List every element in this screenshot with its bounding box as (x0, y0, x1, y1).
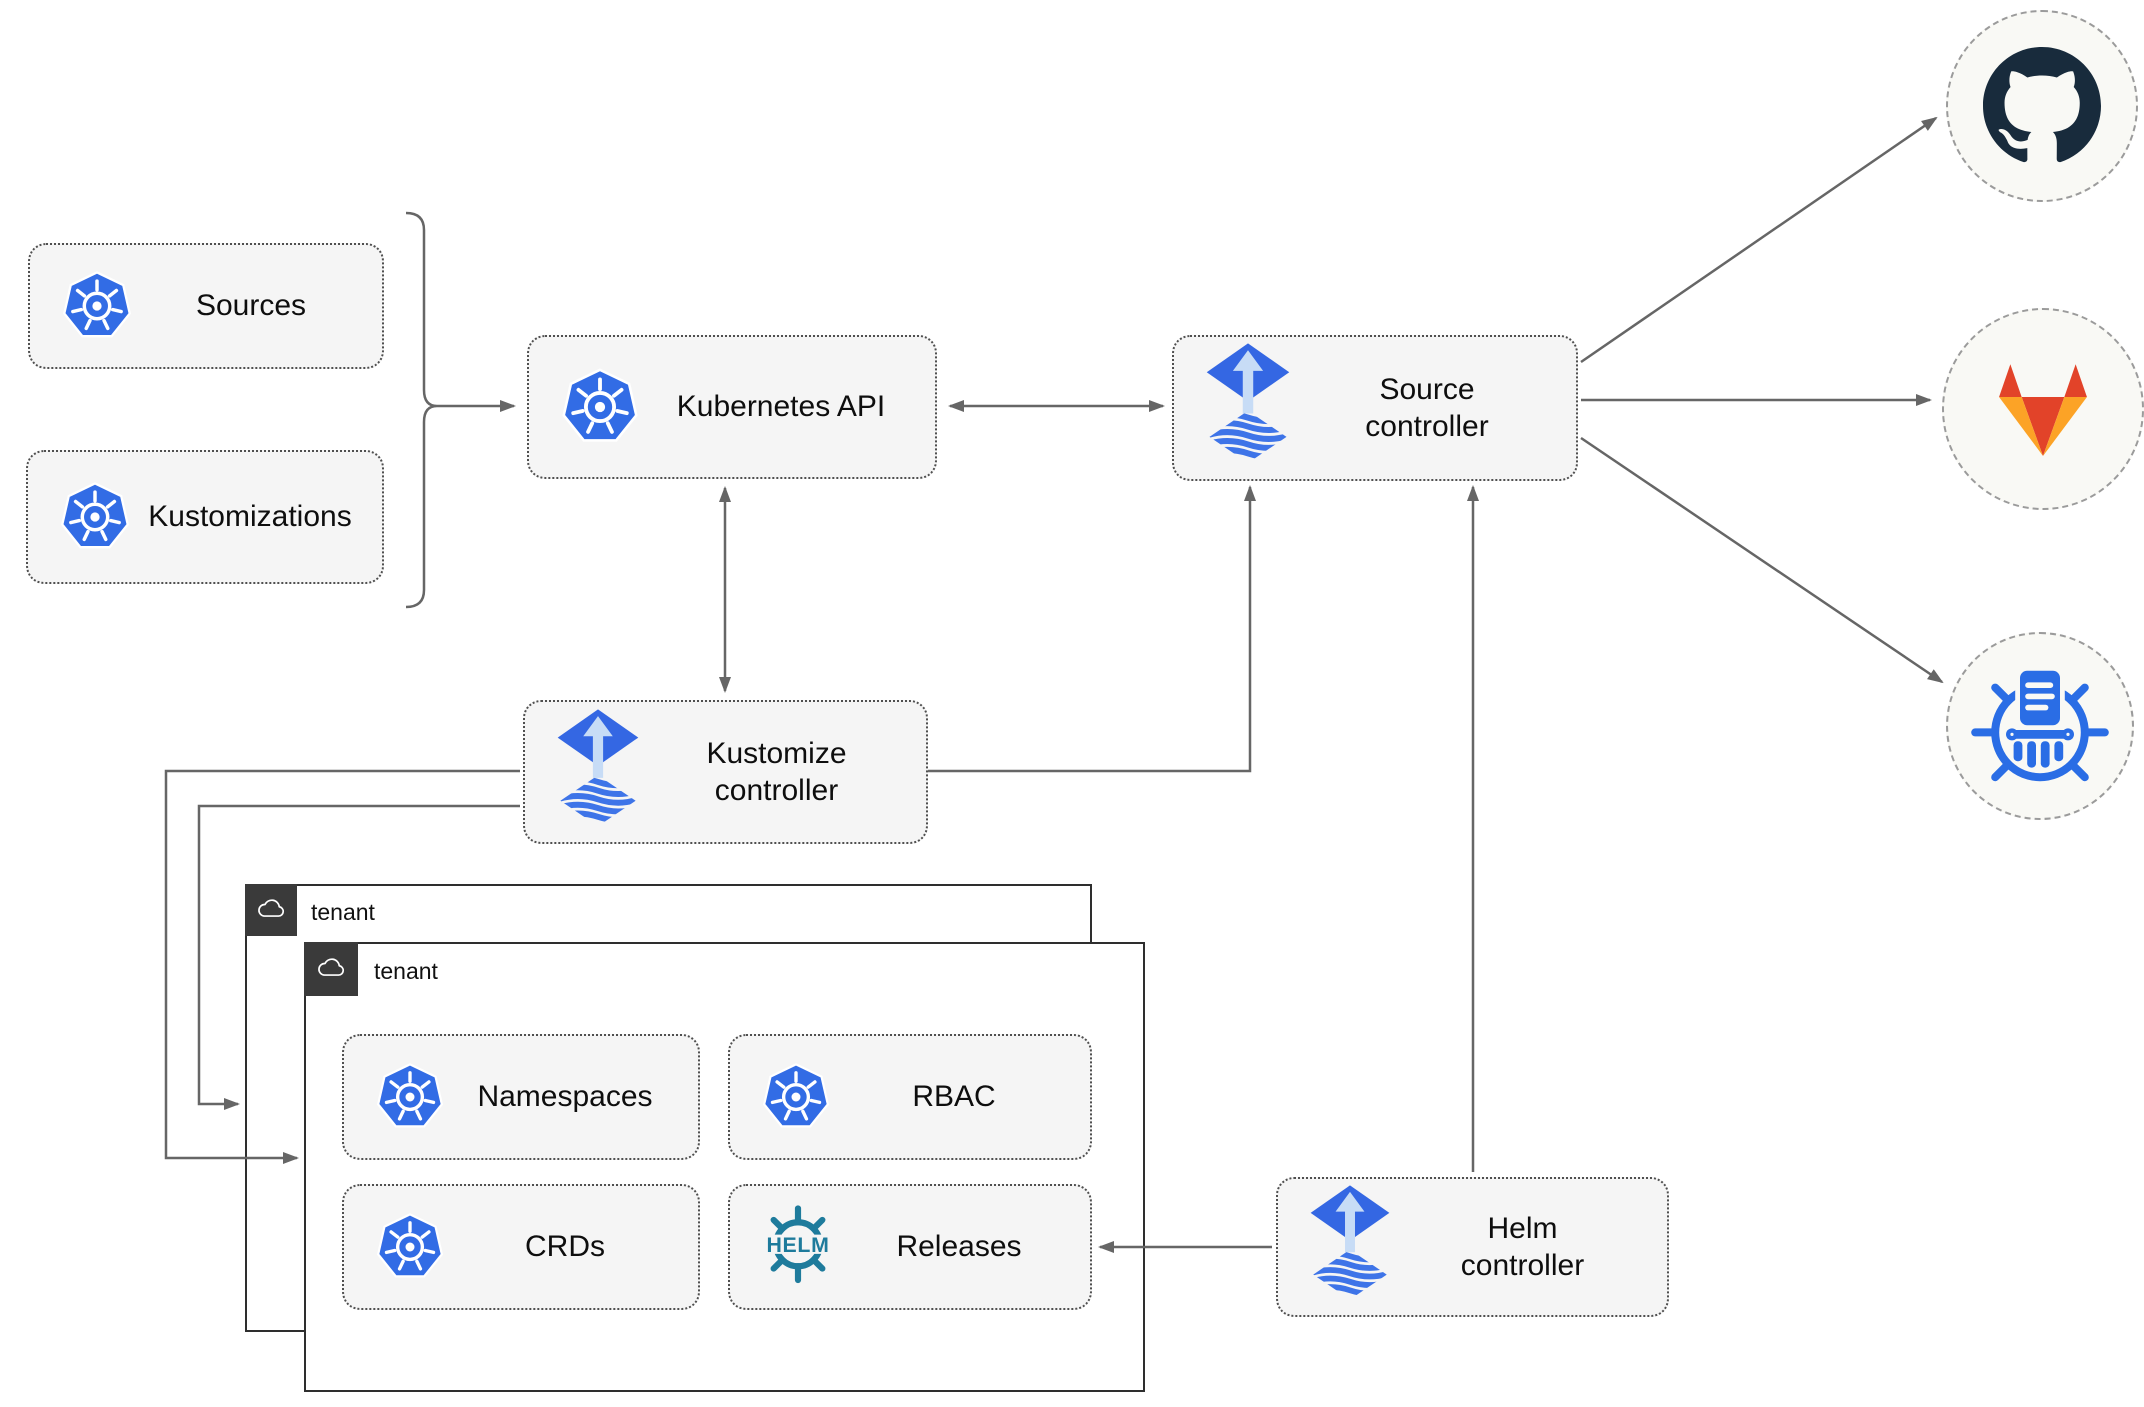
node-namespaces: Namespaces (342, 1034, 700, 1160)
arrow-source-controller-to-github (1580, 116, 1938, 364)
tenant-tab (244, 883, 297, 936)
node-source-controller: Source controller (1172, 335, 1578, 481)
flux-icon (1204, 342, 1292, 474)
node-label: Kubernetes API (676, 390, 886, 424)
helm-icon (754, 1203, 842, 1291)
node-rbac: RBAC (728, 1034, 1092, 1160)
node-label: Kustomizations (148, 500, 352, 534)
tenant-box-front: tenant (303, 941, 1145, 1392)
remote-github (1946, 10, 2138, 202)
node-label: Namespaces (477, 1080, 653, 1114)
node-label: Kustomize controller (706, 736, 847, 808)
flux-icon (1308, 1184, 1392, 1310)
cloud-icon (316, 957, 346, 980)
cloud-icon (256, 898, 286, 921)
node-kustomizations: Kustomizations (26, 450, 384, 584)
github-icon (1983, 47, 2101, 165)
node-label: Source controller (1365, 372, 1489, 444)
arrow-kustomize-to-source-controller (927, 485, 1256, 773)
node-sources: Sources (28, 243, 384, 369)
flux-icon (555, 708, 641, 837)
remote-chartmuseum (1946, 632, 2134, 820)
tenant-tab (303, 941, 358, 996)
node-label: Releases (896, 1230, 1022, 1264)
node-label: RBAC (912, 1080, 996, 1114)
tenant-label: tenant (374, 957, 438, 984)
bracket-sources-kustomizations (405, 211, 438, 609)
kubernetes-icon (58, 480, 132, 554)
chartmuseum-icon (1964, 650, 2116, 802)
node-helm-controller: Helm controller (1276, 1177, 1669, 1317)
node-releases: Releases (728, 1184, 1092, 1310)
kubernetes-icon (374, 1211, 446, 1283)
node-label: CRDs (525, 1230, 605, 1264)
node-label: Sources (195, 289, 307, 323)
remote-gitlab (1942, 308, 2144, 510)
node-crds: CRDs (342, 1184, 700, 1310)
node-label: Helm controller (1460, 1211, 1585, 1283)
tenant-label: tenant (311, 898, 375, 925)
kubernetes-icon (559, 366, 641, 448)
kubernetes-icon (374, 1061, 446, 1133)
kubernetes-icon (60, 269, 134, 343)
node-kubernetes-api: Kubernetes API (527, 335, 937, 479)
kubernetes-icon (760, 1061, 832, 1133)
gitlab-icon (1979, 353, 2107, 466)
arrow-source-controller-to-chartmuseum (1580, 436, 1944, 684)
node-kustomize-controller: Kustomize controller (523, 700, 928, 844)
